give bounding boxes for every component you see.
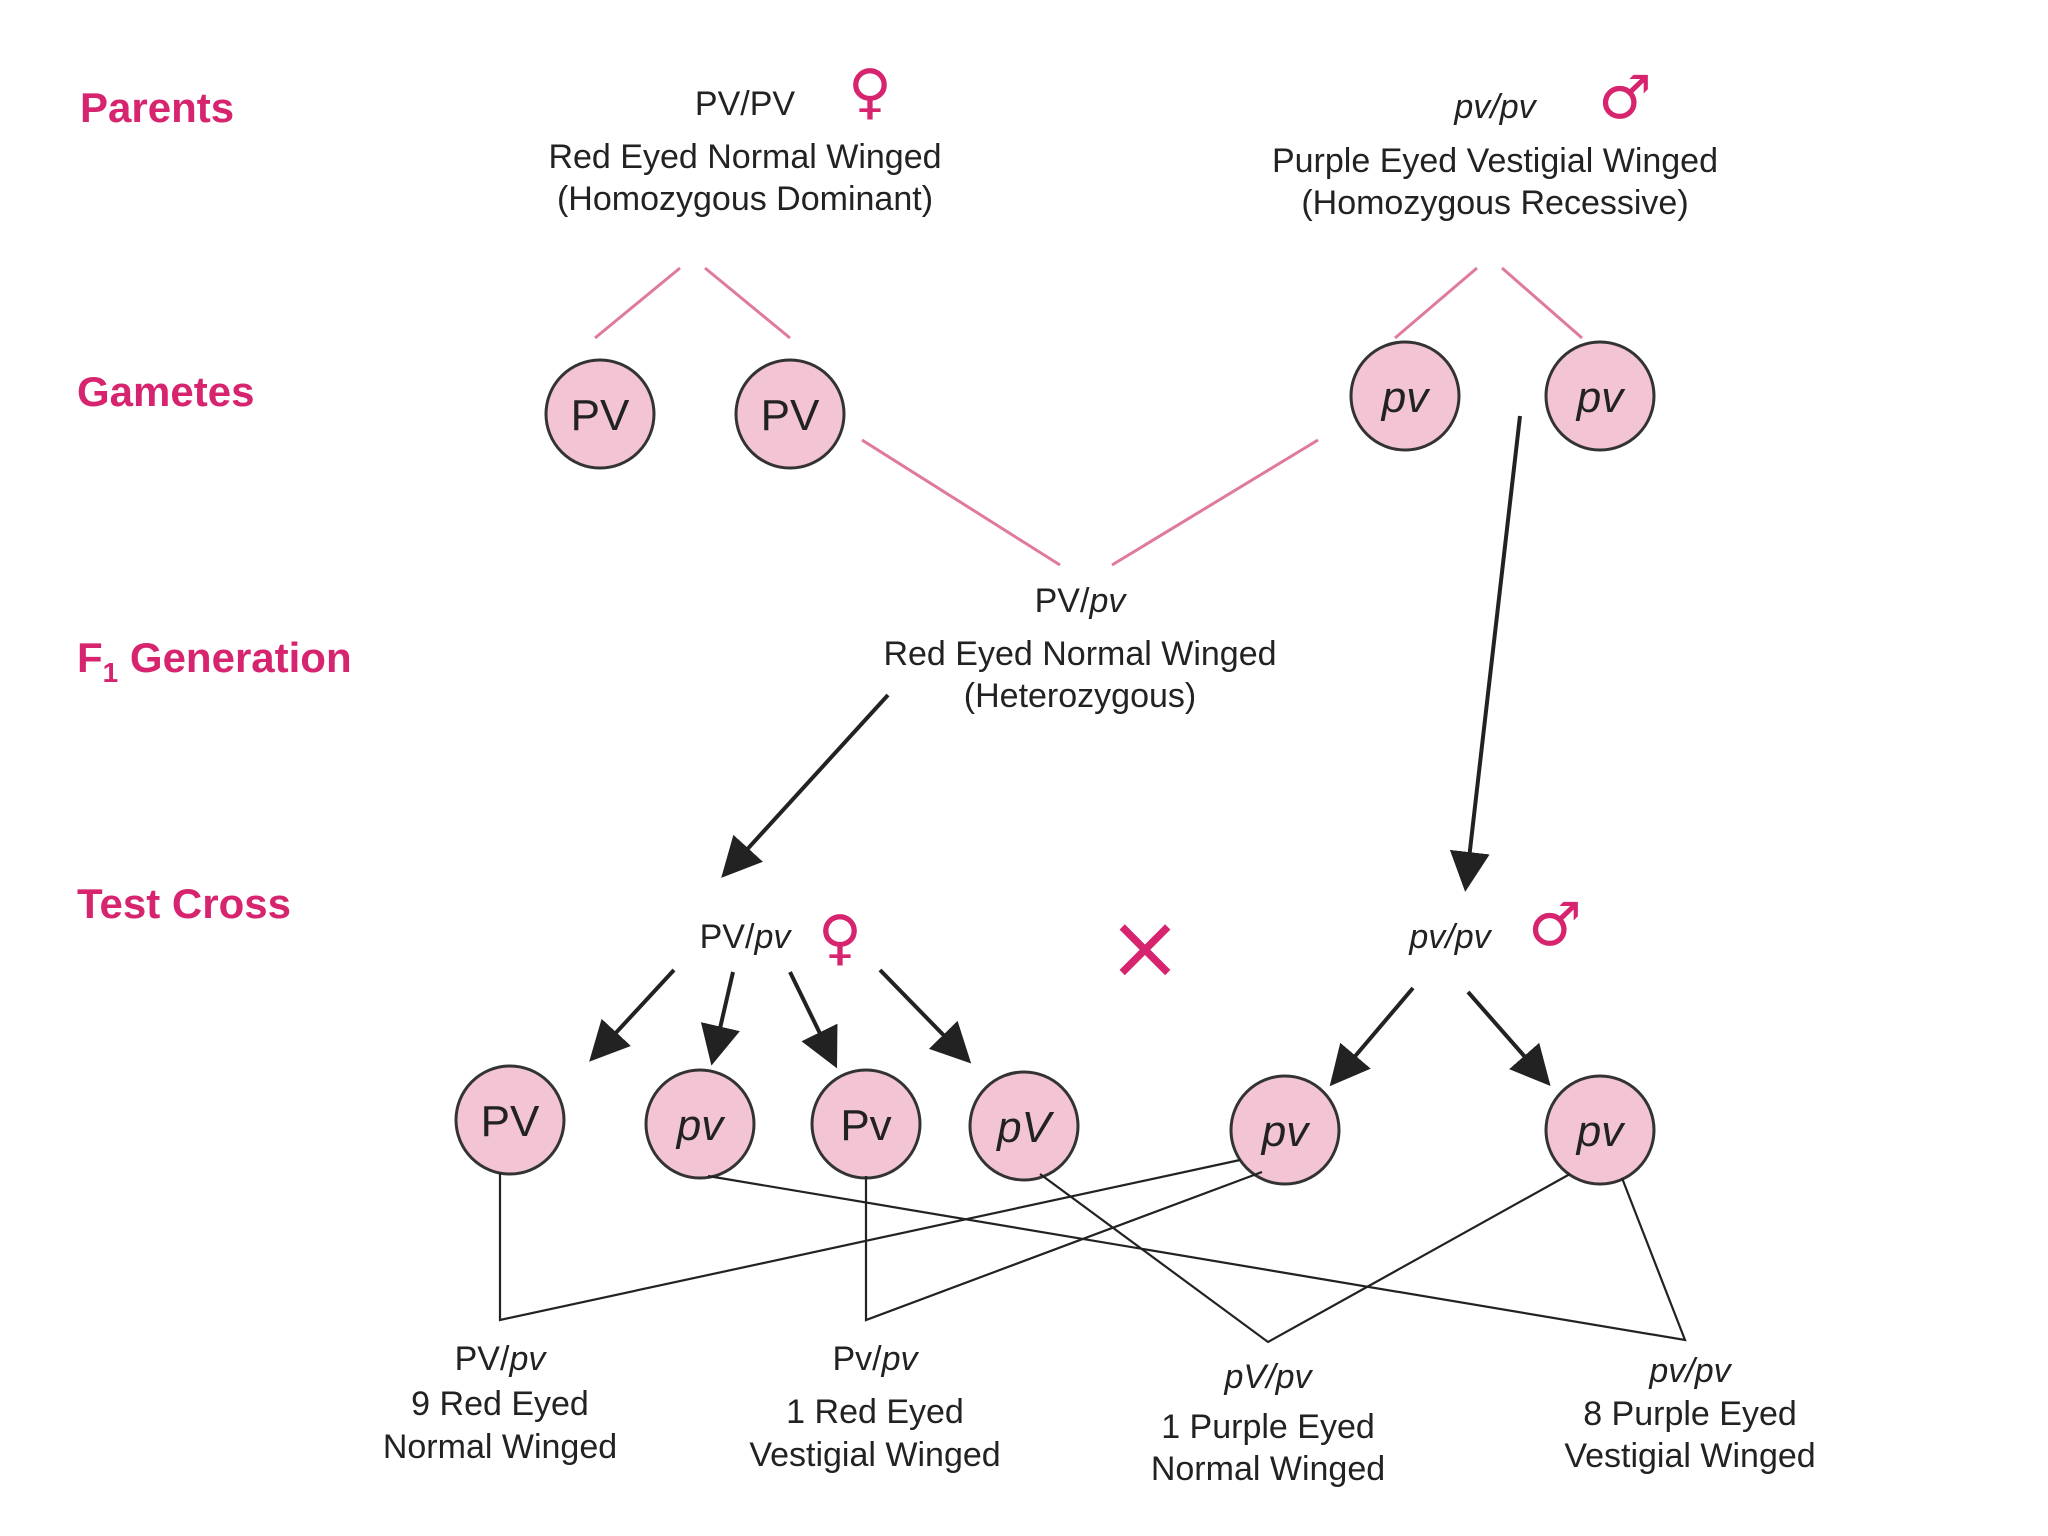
offspring-genotype: pv/pv	[1648, 1352, 1732, 1390]
line-offspring-2	[864, 1170, 1263, 1322]
connector-to-f1-right	[1111, 438, 1319, 567]
male-parent-genotype: pv/pv	[1453, 88, 1537, 126]
row-label-test-cross: Test Cross	[77, 880, 291, 927]
gamete-label: PV	[571, 391, 630, 440]
line-offspring-3	[1039, 1173, 1571, 1344]
connector-female-left	[594, 266, 681, 340]
offspring-1: PV/pv 9 Red Eyed Normal Winged	[383, 1340, 617, 1466]
gamete-label: pv	[1260, 1107, 1311, 1156]
female-parent-genotype: PV/PV	[695, 85, 795, 123]
combination-lines	[498, 1158, 1687, 1344]
test-gamete-PV: PV	[454, 1064, 566, 1176]
offspring-line2: Vestigial Winged	[749, 1436, 1000, 1474]
connector-female-right	[704, 266, 791, 340]
gamete-label: pv	[1575, 373, 1626, 422]
offspring-3: pV/pv 1 Purple Eyed Normal Winged	[1151, 1358, 1385, 1488]
male-parent: pv/pv ♂ Purple Eyed Vestigial Winged (Ho…	[1272, 63, 1718, 222]
test-gamete-male-2: pv	[1544, 1074, 1656, 1186]
cross-symbol-icon: ×	[1107, 895, 1182, 1000]
arrow-to-gamete-pv	[700, 971, 740, 1066]
offspring-line2: Normal Winged	[383, 1428, 617, 1466]
gamete-male-1: pv	[1349, 340, 1461, 452]
test-male-symbol-icon: ♂	[1528, 890, 1582, 960]
connector-to-f1-left	[861, 438, 1061, 567]
test-cross-male: pv/pv ♂	[1408, 890, 1582, 960]
test-gamete-Pv: Pv	[810, 1068, 922, 1180]
arrow-f1-to-test-female	[721, 693, 890, 878]
test-gamete-pV: pV	[968, 1070, 1080, 1182]
line-offspring-1	[498, 1158, 1241, 1322]
f1-genotype: PV/pv	[1035, 582, 1128, 620]
gamete-label: pv	[1575, 1107, 1626, 1156]
offspring-line2: Normal Winged	[1151, 1450, 1385, 1488]
arrow-to-gamete-PV	[589, 968, 676, 1062]
gamete-female-2: PV	[734, 358, 846, 470]
line-offspring-4	[707, 1174, 1687, 1342]
male-parent-phenotype: Purple Eyed Vestigial Winged	[1272, 142, 1718, 180]
gamete-male-2: pv	[1544, 340, 1656, 452]
f1-phenotype: Red Eyed Normal Winged	[883, 635, 1276, 673]
test-female-genotype: PV/pv	[700, 918, 793, 956]
test-male-genotype: pv/pv	[1408, 918, 1492, 956]
female-symbol-icon: ♀	[848, 57, 892, 127]
f1-zygosity: (Heterozygous)	[964, 677, 1196, 715]
offspring-line1: 1 Red Eyed	[786, 1393, 964, 1431]
offspring-line2: Vestigial Winged	[1564, 1437, 1815, 1475]
test-gamete-male-1: pv	[1229, 1074, 1341, 1186]
test-female-symbol-icon: ♀	[818, 903, 862, 973]
offspring-line1: 1 Purple Eyed	[1161, 1408, 1375, 1446]
connector-male-left	[1394, 266, 1478, 340]
offspring-genotype: Pv/pv	[832, 1340, 919, 1378]
offspring-4: pv/pv 8 Purple Eyed Vestigial Winged	[1564, 1352, 1815, 1475]
connector-male-right	[1501, 266, 1583, 340]
gamete-label: pv	[675, 1101, 726, 1150]
gamete-female-1: PV	[544, 358, 656, 470]
male-parent-zygosity: (Homozygous Recessive)	[1301, 184, 1688, 222]
row-label-parents: Parents	[80, 84, 234, 131]
arrow-to-male-gamete-1	[1329, 986, 1415, 1087]
f1-offspring: PV/pv Red Eyed Normal Winged (Heterozygo…	[883, 582, 1276, 715]
arrow-to-gamete-Pv	[788, 971, 838, 1069]
female-parent-phenotype: Red Eyed Normal Winged	[548, 138, 941, 176]
row-label-f1-generation: F1 Generation	[77, 634, 352, 688]
female-parent: PV/PV ♀ Red Eyed Normal Winged (Homozygo…	[548, 57, 941, 218]
gamete-label: Pv	[840, 1101, 891, 1150]
gamete-label: pV	[995, 1103, 1054, 1152]
row-label-gametes: Gametes	[77, 368, 254, 415]
arrow-to-gamete-pV	[878, 968, 972, 1064]
test-cross-female: PV/pv ♀	[700, 903, 862, 973]
gamete-label: PV	[761, 391, 820, 440]
arrow-male-gamete-to-test-male	[1449, 415, 1522, 892]
male-symbol-icon: ♂	[1598, 63, 1652, 133]
test-gamete-pv: pv	[644, 1068, 756, 1180]
offspring-genotype: pV/pv	[1224, 1358, 1314, 1396]
female-parent-zygosity: (Homozygous Dominant)	[557, 180, 933, 218]
offspring-2: Pv/pv 1 Red Eyed Vestigial Winged	[749, 1340, 1000, 1474]
offspring-line1: 9 Red Eyed	[411, 1385, 589, 1423]
gamete-label: PV	[481, 1097, 540, 1146]
offspring-genotype: PV/pv	[455, 1340, 548, 1378]
arrow-to-male-gamete-2	[1466, 990, 1551, 1087]
gamete-label: pv	[1380, 373, 1431, 422]
offspring-line1: 8 Purple Eyed	[1583, 1395, 1797, 1433]
